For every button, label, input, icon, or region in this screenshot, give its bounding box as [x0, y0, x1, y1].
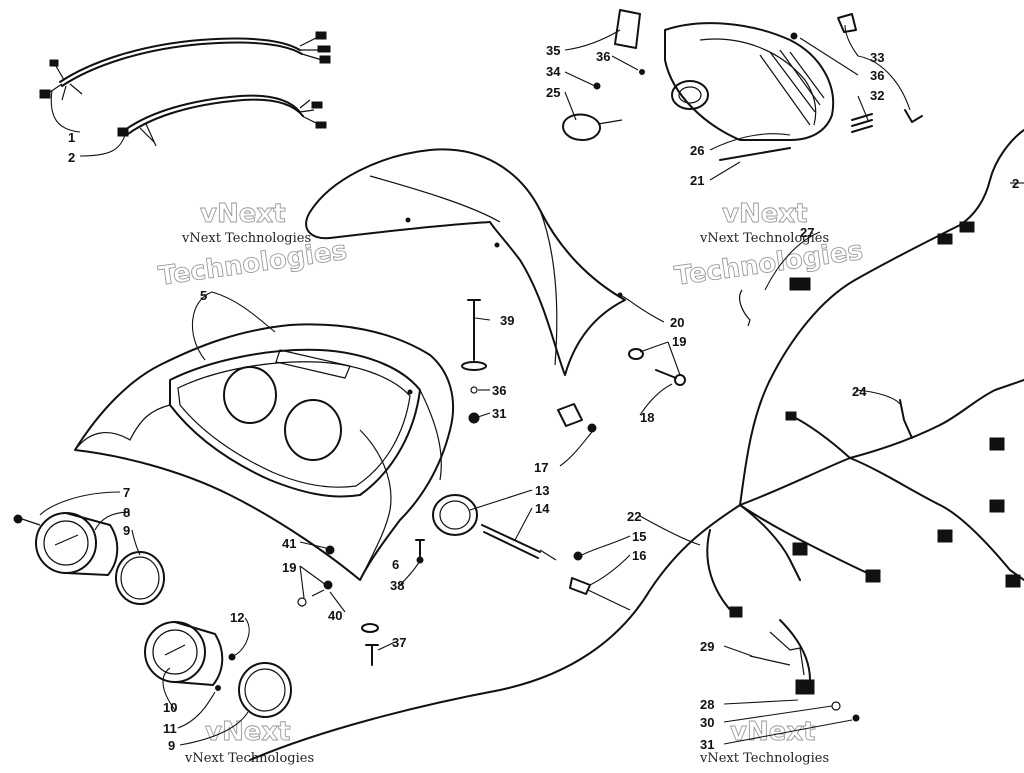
- speedometer-gauge: [13, 512, 119, 576]
- wire-harness-2: [117, 94, 327, 147]
- callout-29: 29: [700, 639, 714, 654]
- callout-14: 14: [535, 501, 550, 516]
- callout-40: 40: [328, 608, 342, 623]
- callout-19-left: 19: [282, 560, 296, 575]
- watermark-bottom-right: vNext vNext Technologies: [699, 717, 829, 766]
- watermark-big-line1: vNext: [200, 199, 286, 229]
- callout-34: 34: [546, 64, 561, 79]
- watermark-small-text: vNext Technologies: [184, 751, 314, 766]
- watermark-small-text: vNext Technologies: [699, 231, 829, 246]
- watermark-small-text: vNext Technologies: [699, 751, 829, 766]
- callout-labels: 1 2 5 7 8 9 9 10 11 12 13 14 15 16 17 18…: [68, 43, 1019, 753]
- callout-6: 6: [392, 557, 399, 572]
- watermark-big-line1: vNext: [722, 199, 808, 229]
- callout-20: 20: [670, 315, 684, 330]
- callout-38: 38: [390, 578, 404, 593]
- callout-21: 21: [690, 173, 704, 188]
- callout-32: 32: [870, 88, 884, 103]
- callout-16: 16: [632, 548, 646, 563]
- hardware-center: [297, 299, 686, 666]
- callout-36-top: 36: [596, 49, 610, 64]
- watermark-bottom-left: vNext vNext Technologies: [184, 717, 314, 766]
- callout-25: 25: [546, 85, 560, 100]
- callout-28: 28: [700, 697, 714, 712]
- callout-35: 35: [546, 43, 560, 58]
- callout-7: 7: [123, 485, 130, 500]
- callout-10: 10: [163, 700, 177, 715]
- callout-27: 27: [800, 225, 814, 240]
- callout-41: 41: [282, 536, 296, 551]
- callout-2: 2: [68, 150, 75, 165]
- leader-lines: [39, 24, 1024, 746]
- callout-18: 18: [640, 410, 654, 425]
- hood-console: [74, 323, 454, 581]
- callout-24: 24: [852, 384, 867, 399]
- callout-9-lower: 9: [168, 738, 175, 753]
- watermark-big-line1: vNext: [205, 717, 291, 747]
- callout-37: 37: [392, 635, 406, 650]
- callout-19: 19: [672, 334, 686, 349]
- main-wire-harness: [249, 129, 1024, 761]
- watermark-top-right: vNext vNext Technologies Technologies: [672, 199, 865, 293]
- callout-26: 26: [690, 143, 704, 158]
- callout-31: 31: [700, 737, 714, 752]
- callout-13: 13: [535, 483, 549, 498]
- callout-8: 8: [123, 505, 130, 520]
- callout-5: 5: [200, 288, 207, 303]
- speedometer-ring: [115, 551, 165, 605]
- callout-36-right: 36: [870, 68, 884, 83]
- watermark-small-text: vNext Technologies: [181, 231, 311, 246]
- callout-15: 15: [632, 529, 646, 544]
- callout-36-center: 36: [492, 383, 506, 398]
- wire-harness-1: [39, 31, 331, 101]
- taillight-assembly: [562, 9, 923, 161]
- callout-1: 1: [68, 130, 75, 145]
- callout-12: 12: [230, 610, 244, 625]
- tachometer-ring: [238, 662, 292, 718]
- callout-33: 33: [870, 50, 884, 65]
- tachometer-gauge: [144, 621, 236, 691]
- callout-31-center: 31: [492, 406, 506, 421]
- watermark-big-line1: vNext: [730, 717, 816, 747]
- callout-2-right-edge: 2: [1012, 176, 1019, 191]
- windshield: [305, 148, 626, 376]
- callout-39: 39: [500, 313, 514, 328]
- callout-22: 22: [627, 509, 641, 524]
- callout-17: 17: [534, 460, 548, 475]
- callout-11: 11: [163, 721, 177, 736]
- callout-30: 30: [700, 715, 714, 730]
- watermark-top-left: vNext vNext Technologies Technologies: [156, 199, 349, 293]
- callout-9: 9: [123, 523, 130, 538]
